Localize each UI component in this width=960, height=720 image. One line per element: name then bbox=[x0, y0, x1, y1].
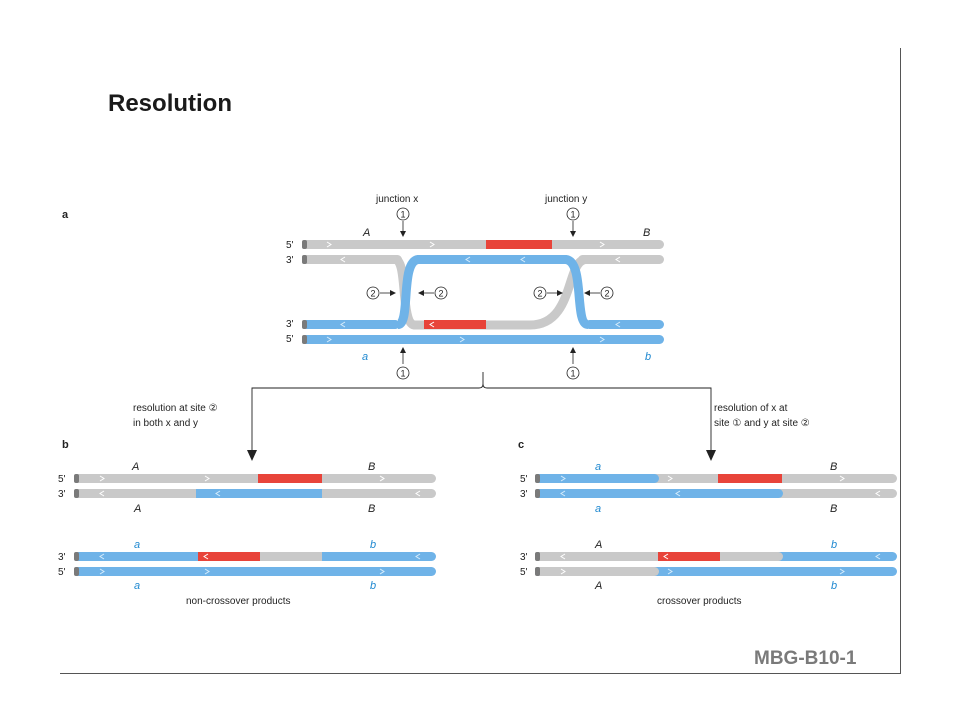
site1-number: 1 bbox=[400, 369, 405, 379]
gene-b-label: b bbox=[831, 580, 837, 592]
c-product1-strand2 bbox=[535, 489, 897, 498]
gene-A-label: A bbox=[131, 461, 139, 473]
site2-number: 2 bbox=[604, 289, 609, 299]
b-product1-strand1 bbox=[74, 474, 436, 483]
junction-x-label: junction x bbox=[375, 194, 418, 205]
gene-b-label: b bbox=[370, 580, 376, 592]
gene-A-label: A bbox=[133, 503, 141, 515]
gene-b-label: b bbox=[645, 351, 651, 363]
b-product1-strand2 bbox=[74, 489, 436, 498]
end-3: 3' bbox=[58, 552, 66, 563]
end-5-top: 5' bbox=[286, 240, 294, 251]
gene-b-label: b bbox=[831, 539, 837, 551]
gene-B-label: B bbox=[368, 503, 375, 515]
strand-top-5prime bbox=[302, 240, 664, 249]
end-5: 5' bbox=[520, 474, 528, 485]
gene-b-label: b bbox=[370, 539, 376, 551]
site2-number: 2 bbox=[537, 289, 542, 299]
gene-a-label: a bbox=[595, 503, 601, 515]
strand-bottom-3prime bbox=[302, 255, 664, 329]
site1-number: 1 bbox=[400, 210, 405, 220]
site1-number: 1 bbox=[570, 369, 575, 379]
panel-b-arrow-text-line1: resolution at site ② bbox=[133, 403, 218, 414]
gene-A-label: A bbox=[362, 227, 370, 239]
c-product1-strand1 bbox=[535, 474, 897, 483]
gene-B-label: B bbox=[830, 503, 837, 515]
strand-bottom-5prime bbox=[302, 335, 664, 344]
end-5: 5' bbox=[520, 567, 528, 578]
panel-c-arrow-text-line2: site ① and y at site ② bbox=[714, 418, 810, 429]
panel-b: b A B 5' 3' A B a b 3' 5' bbox=[58, 439, 436, 607]
panel-c-label: c bbox=[518, 439, 524, 451]
gene-A-label: A bbox=[594, 580, 602, 592]
panel-b-label: b bbox=[62, 439, 69, 451]
slide-title: Resolution bbox=[108, 90, 232, 117]
site1-marker-x-bottom: 1 bbox=[396, 347, 410, 380]
gene-a-label: a bbox=[134, 539, 140, 551]
end-3: 3' bbox=[58, 489, 66, 500]
site2-marker-x: 2 2 bbox=[366, 286, 448, 300]
panel-a: a junction x junction y 1 1 A B 5' 3' 3'… bbox=[62, 194, 664, 380]
gene-a-label: a bbox=[595, 461, 601, 473]
site1-marker-x-top: 1 bbox=[396, 207, 410, 237]
gene-a-label: a bbox=[362, 351, 368, 363]
frame-bottom-border bbox=[60, 673, 901, 674]
c-product2-strand2 bbox=[535, 567, 897, 576]
gene-B-label: B bbox=[368, 461, 375, 473]
end-5: 5' bbox=[58, 567, 66, 578]
end-5: 5' bbox=[58, 474, 66, 485]
junction-y-label: junction y bbox=[544, 194, 587, 205]
panel-b-arrow-text-line2: in both x and y bbox=[133, 418, 198, 429]
crossover-caption: crossover products bbox=[657, 596, 741, 607]
gene-A-label: A bbox=[594, 539, 602, 551]
site2-marker-y: 2 2 bbox=[533, 286, 614, 300]
end-3-bottom: 3' bbox=[286, 319, 294, 330]
site1-number: 1 bbox=[570, 210, 575, 220]
gene-B-label: B bbox=[643, 227, 650, 239]
branch-arrows: resolution at site ② in both x and y res… bbox=[133, 372, 810, 461]
slide-code: MBG-B10-1 bbox=[754, 648, 857, 669]
site1-marker-y-top: 1 bbox=[566, 207, 580, 237]
site2-number: 2 bbox=[370, 289, 375, 299]
c-product2-strand1 bbox=[535, 552, 897, 561]
b-product2-strand2 bbox=[74, 567, 436, 576]
gene-a-label: a bbox=[134, 580, 140, 592]
panel-a-label: a bbox=[62, 209, 69, 221]
panel-c-arrow-text-line1: resolution of x at bbox=[714, 403, 788, 414]
site2-number: 2 bbox=[438, 289, 443, 299]
end-3: 3' bbox=[520, 552, 528, 563]
non-crossover-caption: non-crossover products bbox=[186, 596, 291, 607]
end-3: 3' bbox=[520, 489, 528, 500]
site1-marker-y-bottom: 1 bbox=[566, 347, 580, 380]
panel-c: c a B 5' 3' a B A b 3' 5' bbox=[518, 439, 897, 607]
b-product2-strand1 bbox=[74, 552, 436, 561]
gene-B-label: B bbox=[830, 461, 837, 473]
end-3-top: 3' bbox=[286, 255, 294, 266]
end-5-bottom: 5' bbox=[286, 334, 294, 345]
frame-right-border bbox=[900, 48, 901, 674]
